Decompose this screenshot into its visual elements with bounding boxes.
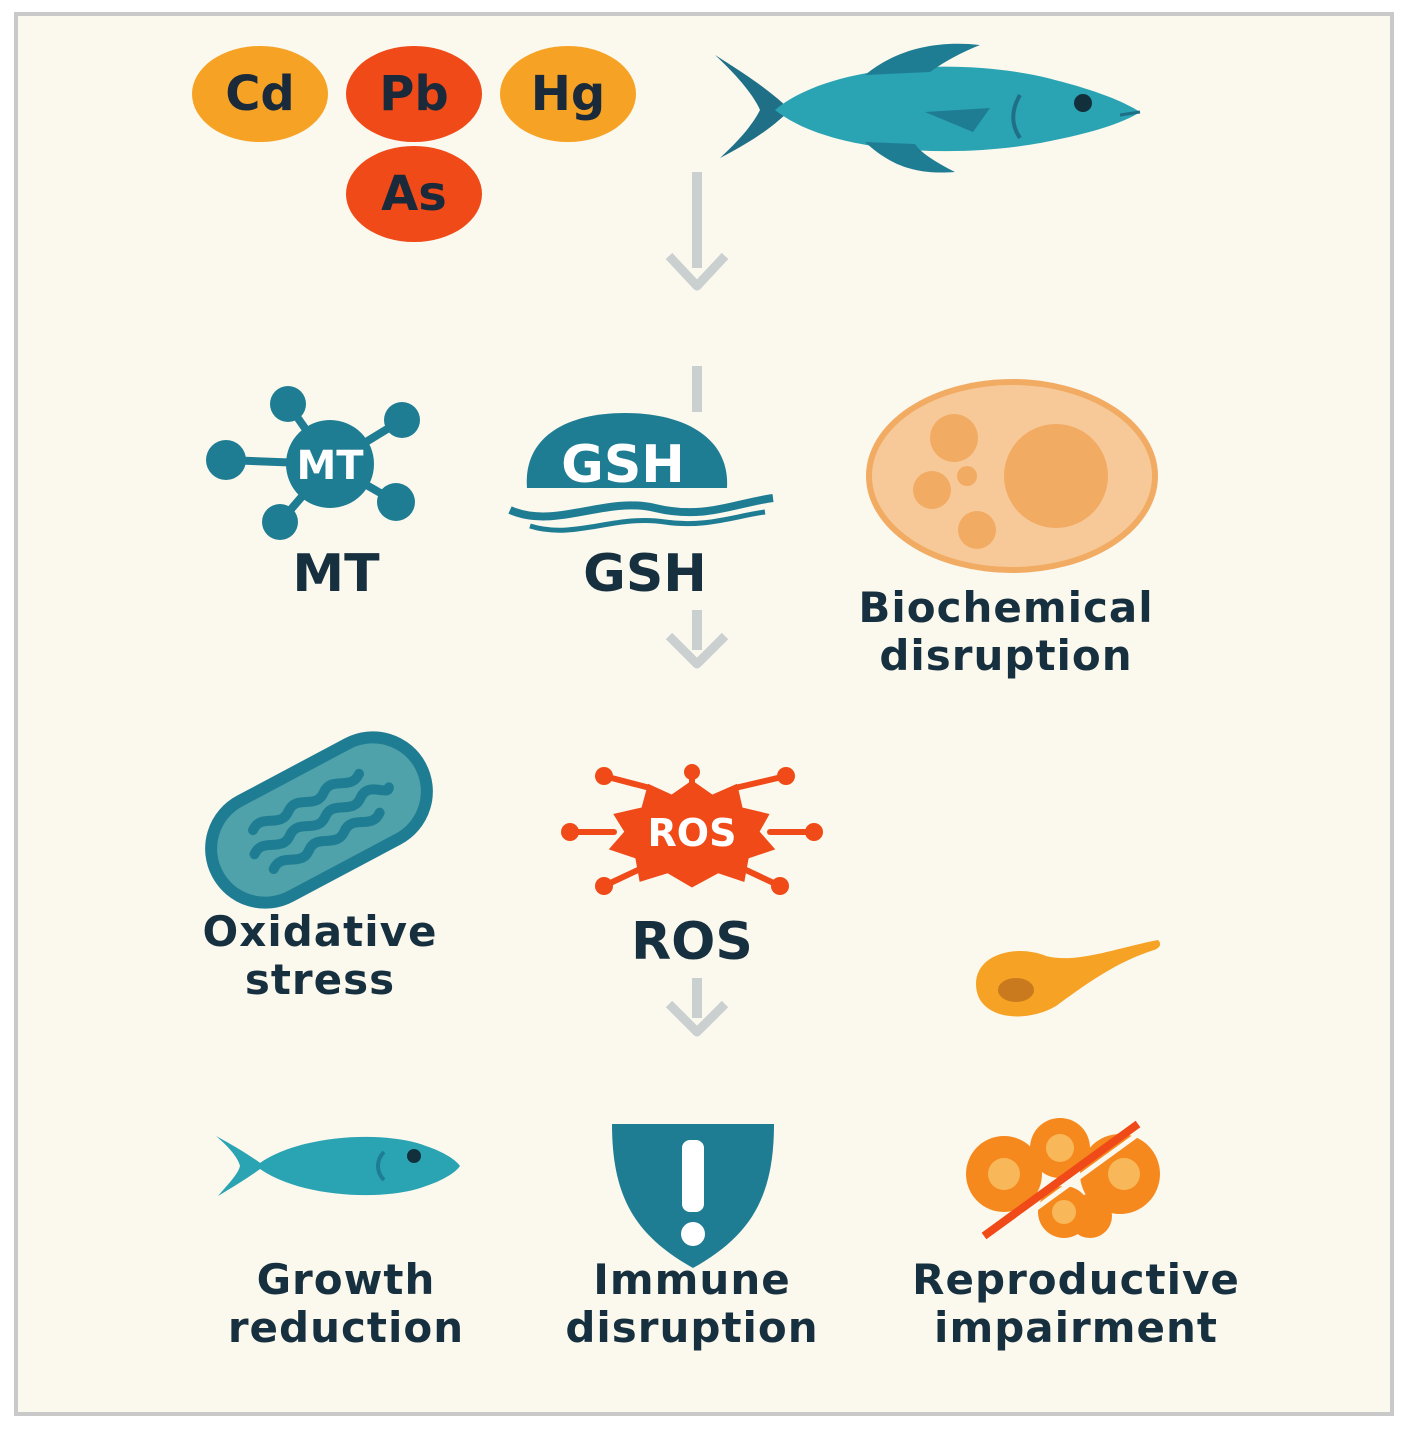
metal-symbol: Pb <box>379 66 449 122</box>
metal-badge-cd: Cd <box>192 46 328 142</box>
mt-label: MT <box>292 544 380 604</box>
metal-symbol: Cd <box>225 66 295 122</box>
metal-badge-hg: Hg <box>500 46 636 142</box>
mt-icon-text: MT <box>296 443 364 489</box>
reproductive-line1: Reproductive <box>912 1255 1240 1304</box>
down-arrow-1 <box>666 172 728 291</box>
reproductive-label: Reproductive impairment <box>866 1256 1286 1352</box>
sperm-cell-icon <box>976 940 1161 1017</box>
gsh-wave-icon: GSH <box>508 413 774 533</box>
ros-icon-text: ROS <box>648 811 737 855</box>
small-fish-icon <box>216 1136 460 1196</box>
fish-icon <box>715 43 1141 173</box>
immune-line2: disruption <box>565 1303 819 1352</box>
biochemical-line2: disruption <box>879 631 1133 680</box>
oxidative-line2: stress <box>244 955 396 1004</box>
oxidative-line1: Oxidative <box>202 907 438 956</box>
biochemical-label: Biochemical disruption <box>806 584 1206 680</box>
mitochondrion-icon <box>205 731 433 909</box>
immune-label: Immune disruption <box>532 1256 852 1352</box>
ros-burst-icon: ROS <box>561 764 823 895</box>
connector-line <box>692 366 702 412</box>
growth-line1: Growth <box>256 1255 436 1304</box>
reproductive-line2: impairment <box>934 1303 1218 1352</box>
egg-cluster-crossed-icon <box>966 1118 1160 1240</box>
shield-alert-icon <box>612 1124 774 1268</box>
metal-symbol: Hg <box>530 66 606 122</box>
biochemical-line1: Biochemical <box>858 583 1154 632</box>
down-arrow-2 <box>666 610 728 669</box>
mt-molecule-icon: MT <box>206 386 420 540</box>
growth-line2: reduction <box>227 1303 465 1352</box>
cell-icon <box>866 379 1158 573</box>
metal-symbol: As <box>381 166 447 222</box>
gsh-label: GSH <box>583 544 707 604</box>
oxidative-label: Oxidative stress <box>160 908 480 1004</box>
metal-badge-pb: Pb <box>346 46 482 142</box>
ros-label: ROS <box>631 912 753 972</box>
metal-badge-as: As <box>346 146 482 242</box>
immune-line1: Immune <box>593 1255 791 1304</box>
growth-label: Growth reduction <box>186 1256 506 1352</box>
down-arrow-3 <box>666 978 728 1037</box>
gsh-icon-text: GSH <box>561 435 685 495</box>
